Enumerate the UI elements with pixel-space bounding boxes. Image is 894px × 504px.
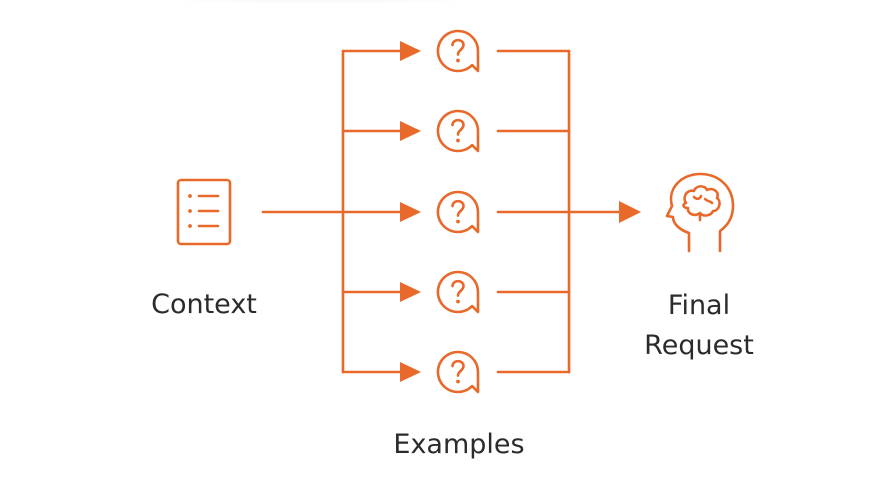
question-bubble-icon [436,350,480,394]
question-bubble-icon [436,190,480,234]
question-bubble-icon [436,270,480,314]
question-bubble-icon [436,29,480,73]
arrowhead-5 [400,362,421,382]
arrowhead-2 [400,121,421,141]
arrowhead-1 [400,41,421,61]
question-bubble-icon [436,109,480,153]
head-brain-icon [665,172,735,253]
examples-label: Examples [393,429,525,460]
final-request-label-line2: Request [644,330,754,361]
arrowhead-final [619,201,641,223]
context-label: Context [151,289,257,320]
final-request-label: Final Request [604,286,794,366]
document-list-icon [176,178,232,246]
arrowhead-3 [400,202,421,222]
final-request-label-line1: Final [667,290,731,321]
arrowhead-4 [400,282,421,302]
top-shadow-decoration [120,0,520,4]
